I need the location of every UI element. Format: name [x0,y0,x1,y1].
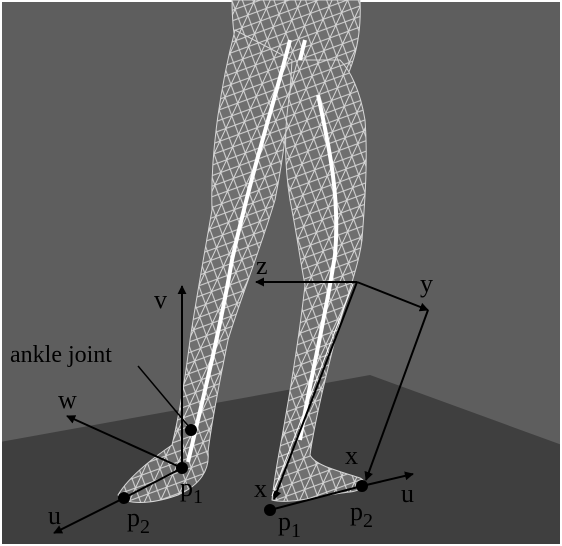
right-p2-subscript: 2 [363,510,373,532]
axis-w-label: w [58,385,77,414]
axis-y-label: y [420,269,433,298]
right-p2-point [356,480,368,492]
left-p2-base: p [127,503,140,532]
ankle-joint-point [185,424,197,436]
left-p1-subscript: 1 [193,486,203,508]
axis-v-label: v [154,285,167,314]
right-p1-base: p [278,507,291,536]
right-p1-subscript: 1 [291,520,301,542]
axis-x-label-p2: x [345,441,358,470]
left-p2-subscript: 2 [140,516,150,538]
axis-u-label-right: u [401,479,414,508]
right-p2-base: p [350,497,363,526]
left-p1-base: p [180,473,193,502]
axis-z-label: z [256,251,268,280]
ankle-joint-label: ankle joint [10,342,112,368]
axis-u-label-left: u [48,501,61,530]
axis-x-label-p1: x [254,474,267,503]
right-p1-point [264,504,276,516]
